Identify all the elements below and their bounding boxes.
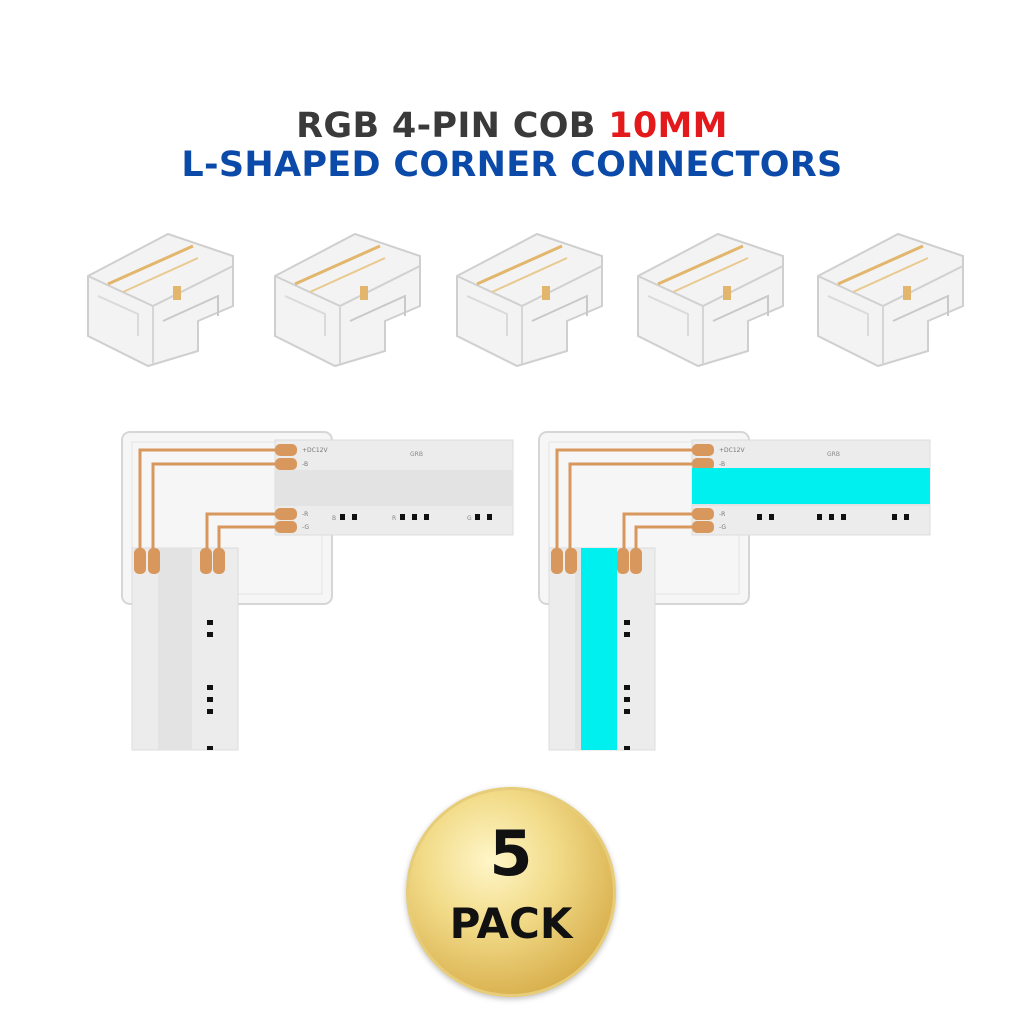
cyan-light-vertical xyxy=(581,548,617,750)
diagram-off: +DC12V -B -R -G GRB B R G xyxy=(120,430,515,752)
pin-label-g: -G xyxy=(719,524,726,531)
pin-label-r: -R xyxy=(302,511,308,518)
pack-label: PACK xyxy=(449,899,573,948)
pack-count-badge: 5 PACK xyxy=(406,787,616,997)
strip-label: GRB xyxy=(410,451,423,458)
led-label-r: R xyxy=(392,515,396,522)
pin-label-r: -R xyxy=(719,511,725,518)
title-line-2: L-SHAPED CORNER CONNECTORS xyxy=(181,145,843,185)
pack-count-number: 5 xyxy=(489,817,533,890)
title-line-1: RGB 4-PIN COB 10MM xyxy=(0,106,1024,146)
connector-image xyxy=(78,226,238,368)
pin-label-b: -B xyxy=(719,461,725,468)
cyan-light-horizontal xyxy=(692,468,930,504)
led-label-g: G xyxy=(467,515,472,522)
pin-label-b: -B xyxy=(302,461,308,468)
connector-image xyxy=(628,226,788,368)
pin-label-dc12v: +DC12V xyxy=(719,447,745,454)
pin-label-dc12v: +DC12V xyxy=(302,447,328,454)
connector-image xyxy=(265,226,425,368)
connector-image xyxy=(808,226,968,368)
strip-label: GRB xyxy=(827,451,840,458)
pin-label-g: -G xyxy=(302,524,309,531)
connector-image xyxy=(447,226,607,368)
title-prefix: RGB 4-PIN COB xyxy=(296,106,609,146)
title-size-highlight: 10MM xyxy=(608,106,728,146)
led-label-b: B xyxy=(332,515,336,522)
diagram-lit: +DC12V -B -R -G GRB xyxy=(537,430,932,752)
